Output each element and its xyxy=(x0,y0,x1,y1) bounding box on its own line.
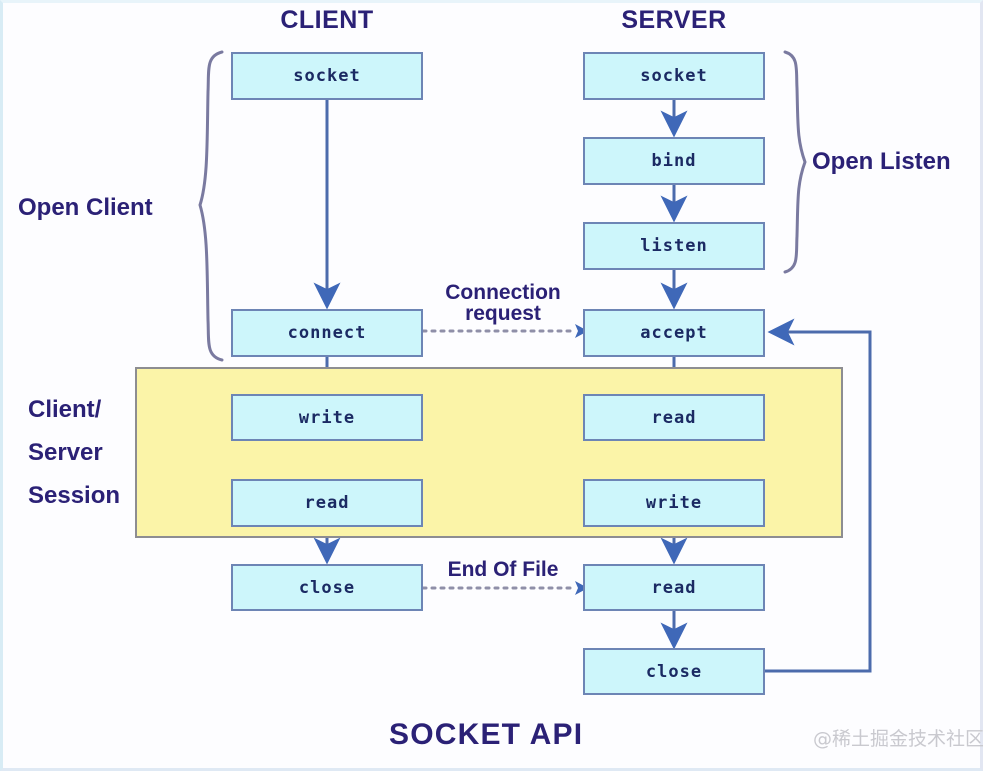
brace-open-client xyxy=(198,50,224,362)
node-server-listen[interactable]: listen xyxy=(583,222,765,270)
brace-open-listen xyxy=(783,50,807,274)
node-server-read-2[interactable]: read xyxy=(583,564,765,611)
node-server-accept[interactable]: accept xyxy=(583,309,765,357)
node-server-write[interactable]: write xyxy=(583,479,765,527)
node-server-bind[interactable]: bind xyxy=(583,137,765,185)
group-label-open-client: Open Client xyxy=(18,194,153,221)
group-label-session-line-2: Server xyxy=(28,439,103,466)
node-client-write[interactable]: write xyxy=(231,394,423,441)
node-client-close[interactable]: close xyxy=(231,564,423,611)
edge-label-connection-request-line-1: Connection xyxy=(445,281,561,304)
node-server-socket[interactable]: socket xyxy=(583,52,765,100)
group-label-session-line-3: Session xyxy=(28,482,121,509)
node-server-read-1[interactable]: read xyxy=(583,394,765,441)
node-client-socket[interactable]: socket xyxy=(231,52,423,100)
group-label-session-line-1: Client/ xyxy=(28,396,102,423)
watermark: @稀土掘金技术社区 xyxy=(813,728,983,750)
node-server-close[interactable]: close xyxy=(583,648,765,695)
edge-label-connection-request-line-2: request xyxy=(465,302,541,325)
edge-label-end-of-file: End Of File xyxy=(447,558,559,581)
column-title-server: SERVER xyxy=(621,6,727,34)
node-client-connect[interactable]: connect xyxy=(231,309,423,357)
group-label-open-listen: Open Listen xyxy=(812,148,951,175)
column-title-client: CLIENT xyxy=(280,6,374,34)
node-client-read[interactable]: read xyxy=(231,479,423,527)
diagram-title: SOCKET API xyxy=(389,718,584,751)
